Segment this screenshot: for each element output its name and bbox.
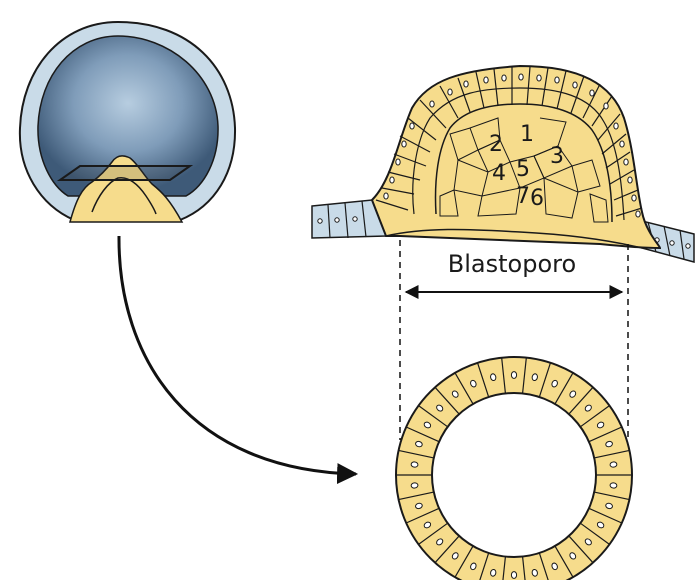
ring-cell-nucleus: [511, 572, 516, 579]
cell-number-5: 5: [516, 157, 530, 182]
cell-number-3: 3: [550, 144, 564, 169]
curved-arrow: [119, 236, 356, 474]
embryo-sagittal: [20, 22, 235, 222]
ring-cell-nucleus: [411, 483, 418, 489]
cell-number-6: 6: [530, 186, 544, 211]
mound-cross-section: 1 2 3 4 5 6 7: [312, 66, 694, 262]
ring-lumen: [432, 393, 596, 557]
ring-cell-nucleus: [610, 483, 617, 489]
cell-number-7: 7: [516, 184, 530, 209]
cell-number-2: 2: [489, 132, 503, 157]
cell-number-1: 1: [520, 122, 534, 147]
ring-cells: [396, 357, 632, 580]
cell-number-4: 4: [492, 161, 506, 186]
ring-cell-nucleus: [610, 462, 617, 468]
blastopore-label: Blastoporo: [448, 250, 576, 278]
ring-cell-nucleus: [411, 462, 418, 468]
ring-cross-section: [396, 357, 632, 580]
section-plane: [60, 166, 190, 180]
ring-cell-nucleus: [511, 372, 516, 379]
